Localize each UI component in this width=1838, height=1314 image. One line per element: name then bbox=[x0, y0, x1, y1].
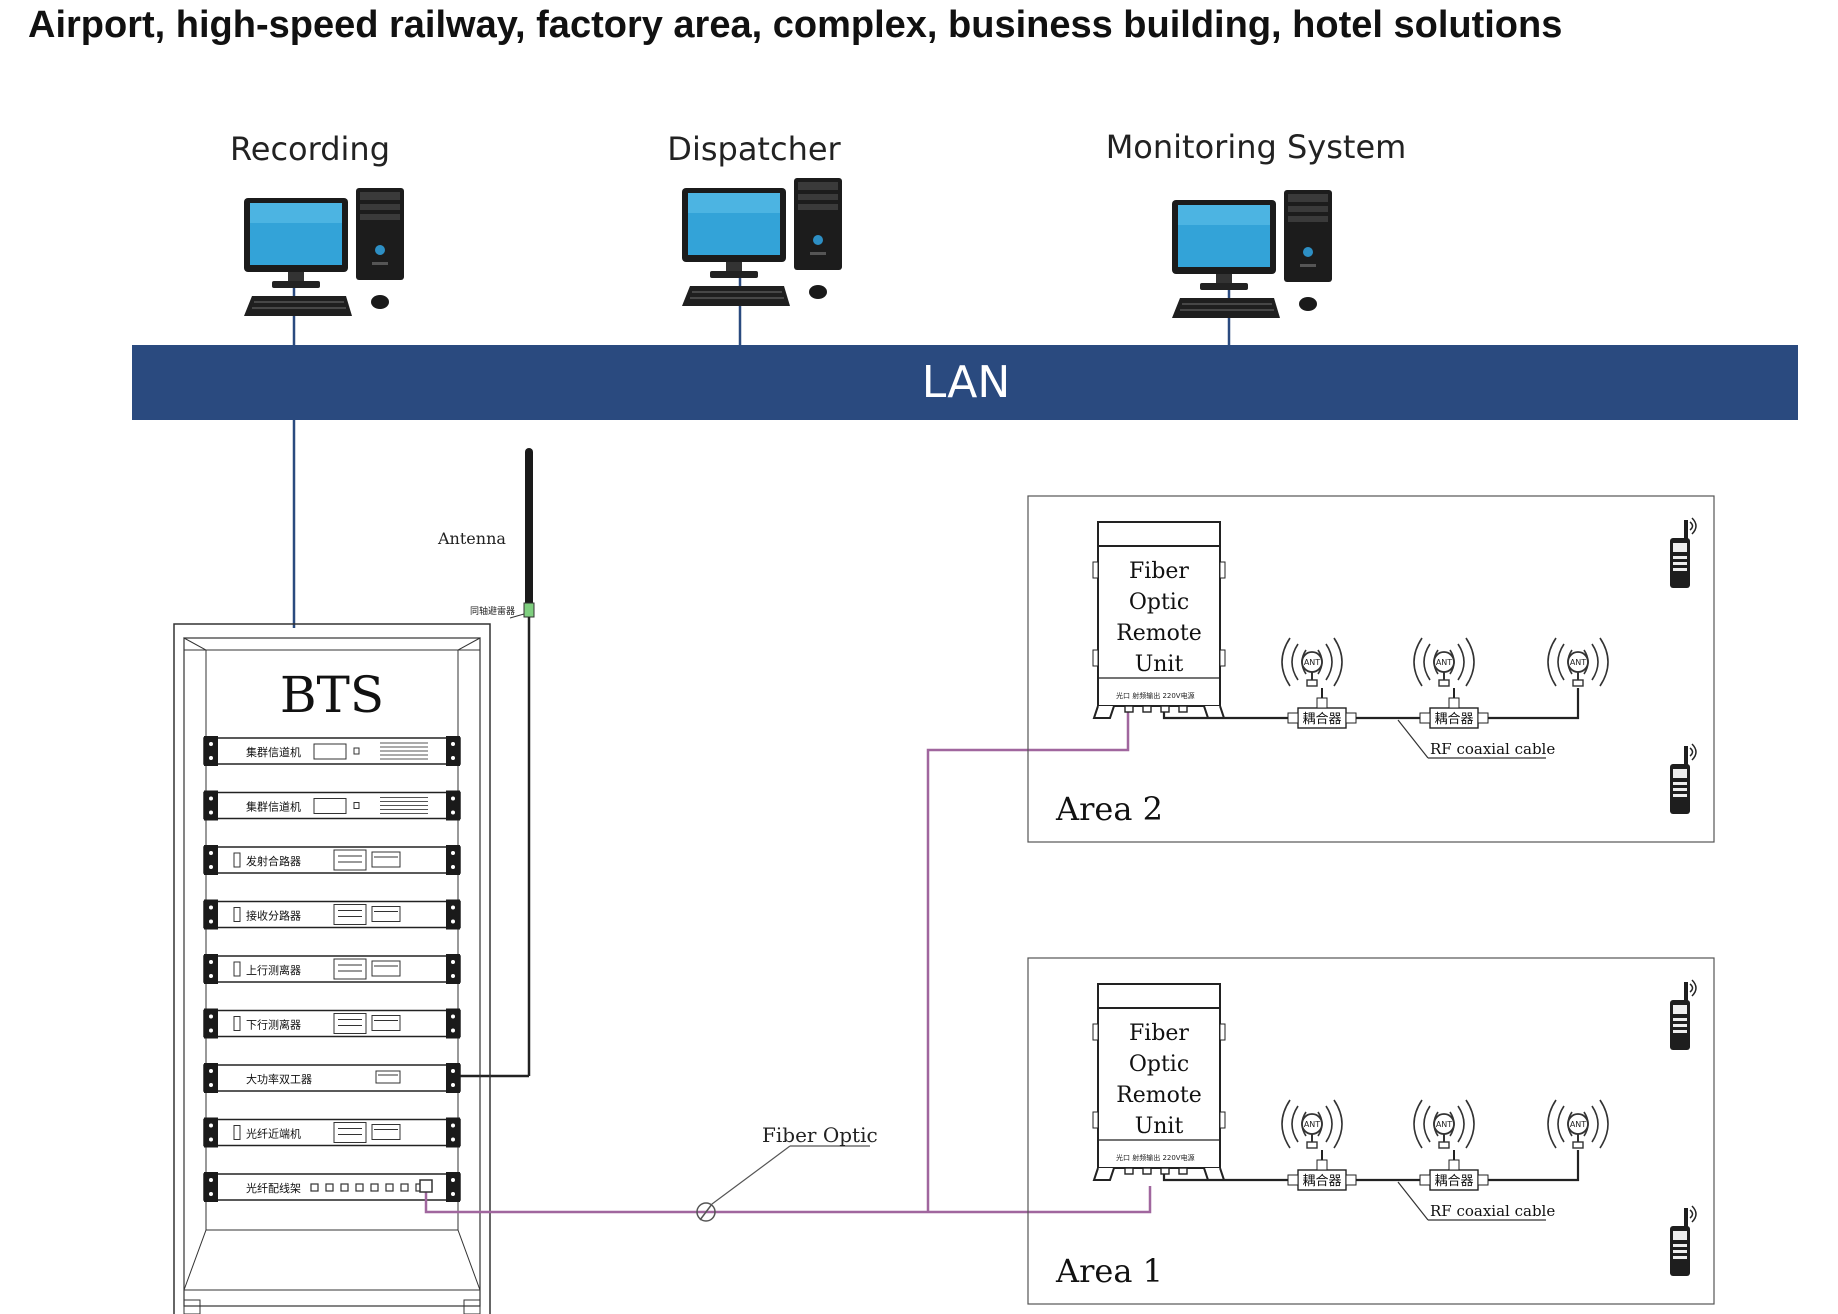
fiber-label: Fiber Optic bbox=[762, 1123, 878, 1147]
workstation-recording: Recording bbox=[230, 130, 405, 317]
indoor-antenna: ANT bbox=[1413, 1099, 1475, 1149]
bts-unit: 接收分路器 bbox=[203, 899, 461, 930]
remote-unit-label: Fiber bbox=[1129, 1021, 1189, 1046]
bts-units: 集群信道机集群信道机发射合路器接收分路器上行测离器下行测离器大功率双工器光纤近端… bbox=[203, 736, 461, 1202]
indoor-antenna: ANT bbox=[1281, 637, 1343, 687]
computer-icon bbox=[243, 187, 405, 317]
indoor-antenna: ANT bbox=[1281, 1099, 1343, 1149]
workstation-label: Dispatcher bbox=[667, 130, 841, 168]
bts-unit: 光纤配线架 bbox=[203, 1172, 461, 1202]
antenna-tag: ANT bbox=[1304, 1120, 1320, 1129]
radio-icon bbox=[1669, 517, 1697, 589]
coupler: 耦合器 bbox=[1287, 688, 1357, 729]
remote-unit-label: Fiber bbox=[1129, 559, 1189, 584]
rf-cable-label: RF coaxial cable bbox=[1430, 1202, 1555, 1220]
bts-unit: 下行测离器 bbox=[203, 1008, 461, 1039]
bts-unit: 集群信道机 bbox=[203, 736, 461, 766]
page-title: Airport, high-speed railway, factory are… bbox=[28, 4, 1563, 46]
bts-unit: 大功率双工器 bbox=[203, 1063, 461, 1093]
coupler: 耦合器 bbox=[1419, 1150, 1489, 1191]
coupler-label: 耦合器 bbox=[1302, 712, 1341, 727]
antenna-tag: ANT bbox=[1570, 658, 1586, 667]
bts-unit: 发射合路器 bbox=[203, 845, 461, 875]
bts-unit: 光纤近端机 bbox=[203, 1117, 461, 1148]
radio-icon bbox=[1669, 979, 1697, 1051]
remote-unit-ports: 光口 射频输出 220V电源 bbox=[1116, 1153, 1195, 1162]
indoor-antenna: ANT bbox=[1547, 1099, 1609, 1149]
bts-unit-label: 集群信道机 bbox=[246, 800, 301, 814]
remote-unit-label: Optic bbox=[1129, 1052, 1189, 1077]
computer-icon bbox=[681, 177, 843, 307]
antenna-label: Antenna bbox=[437, 529, 506, 548]
bts-label: BTS bbox=[280, 666, 384, 724]
lan-label: LAN bbox=[922, 357, 1011, 408]
indoor-antenna: ANT bbox=[1413, 637, 1475, 687]
bts-unit: 集群信道机 bbox=[203, 790, 461, 821]
workstation-label: Recording bbox=[230, 130, 390, 168]
coupler: 耦合器 bbox=[1287, 1150, 1357, 1191]
area-label: Area 1 bbox=[1055, 1252, 1163, 1290]
workstation-label: Monitoring System bbox=[1106, 128, 1407, 166]
bts-unit-label: 接收分路器 bbox=[246, 909, 301, 923]
bts-unit: 上行测离器 bbox=[203, 954, 461, 984]
antenna-tag: ANT bbox=[1304, 658, 1320, 667]
coupler-label: 耦合器 bbox=[1434, 1174, 1473, 1189]
coupler-label: 耦合器 bbox=[1302, 1174, 1341, 1189]
bts-unit-label: 发射合路器 bbox=[246, 854, 301, 868]
bts-unit-label: 光纤配线架 bbox=[246, 1181, 301, 1195]
bts-unit-label: 集群信道机 bbox=[246, 745, 301, 759]
bts-unit-label: 大功率双工器 bbox=[246, 1072, 312, 1086]
bts-unit-label: 下行测离器 bbox=[246, 1018, 301, 1032]
lan-bar: LAN bbox=[132, 345, 1798, 420]
remote-unit-label: Unit bbox=[1135, 652, 1184, 677]
remote-unit-ports: 光口 射频输出 220V电源 bbox=[1116, 691, 1195, 700]
radio-icon bbox=[1669, 1205, 1697, 1277]
remote-unit-label: Optic bbox=[1129, 590, 1189, 615]
coupler: 耦合器 bbox=[1419, 688, 1489, 729]
antenna-tag: ANT bbox=[1436, 658, 1452, 667]
remote-unit-label: Remote bbox=[1116, 1083, 1202, 1108]
computer-icon bbox=[1171, 189, 1333, 319]
area-label: Area 2 bbox=[1055, 790, 1163, 828]
rf-cable-label: RF coaxial cable bbox=[1430, 740, 1555, 758]
antenna-tag: ANT bbox=[1436, 1120, 1452, 1129]
workstation-monitoring: Monitoring System bbox=[1106, 128, 1407, 319]
remote-unit-label: Unit bbox=[1135, 1114, 1184, 1139]
bts-unit-label: 上行测离器 bbox=[246, 963, 301, 977]
remote-unit-label: Remote bbox=[1116, 621, 1202, 646]
antenna: Antenna 同轴避雷器 bbox=[437, 448, 535, 1078]
workstation-dispatcher: Dispatcher bbox=[667, 130, 843, 307]
radio-icon bbox=[1669, 743, 1697, 815]
arrester-label: 同轴避雷器 bbox=[470, 605, 515, 617]
coupler-label: 耦合器 bbox=[1434, 712, 1473, 727]
antenna-tag: ANT bbox=[1570, 1120, 1586, 1129]
indoor-antenna: ANT bbox=[1547, 637, 1609, 687]
bts-unit-label: 光纤近端机 bbox=[246, 1127, 301, 1141]
bts-cabinet: BTS bbox=[173, 623, 491, 1314]
